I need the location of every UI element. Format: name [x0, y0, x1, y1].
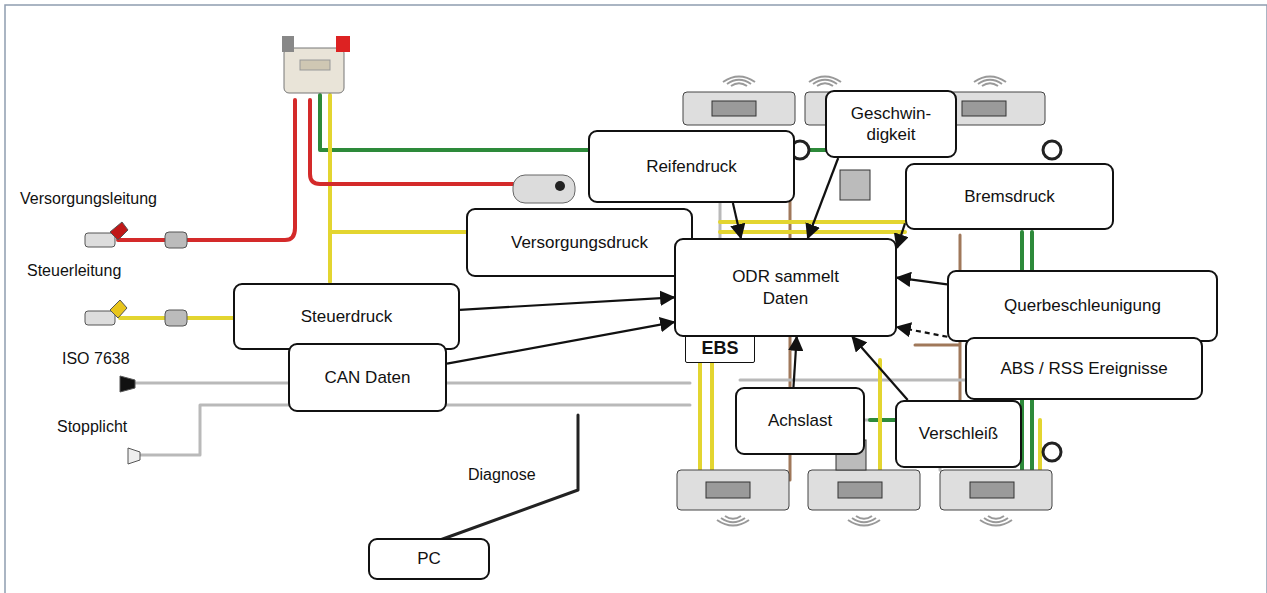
node-text: Bremsdruck [964, 186, 1055, 207]
brake-pressure-callout: Bremsdruck [905, 163, 1114, 230]
part-label: Versorgungsleitung [18, 190, 159, 208]
data-arrow [897, 278, 947, 285]
node-text: Steuerdruck [301, 306, 393, 327]
part-label: ISO 7638 [60, 350, 132, 368]
node-text: Geschwin- digkeit [841, 103, 941, 146]
odr-data-box: ODR sammelt Daten [674, 238, 897, 337]
pc-box: PC [368, 538, 490, 580]
node-text: Achslast [768, 410, 832, 431]
data-arrow [897, 223, 905, 248]
lateral-acceleration-callout: Querbeschleunigung [947, 270, 1218, 342]
data-arrow [447, 322, 674, 364]
ebs-module: EBS [685, 333, 755, 364]
data-arrow [808, 158, 838, 238]
node-text: Querbeschleunigung [1004, 295, 1161, 316]
abs-rss-callout: ABS / RSS Ereignisse [965, 337, 1203, 400]
control-pressure-callout: Steuerdruck [233, 283, 460, 350]
node-text: CAN Daten [325, 367, 411, 388]
data-arrow [794, 337, 797, 387]
node-text: Verschleiß [919, 423, 998, 444]
tyre-pressure-callout: Reifendruck [588, 130, 795, 203]
part-label: Steuerleitung [25, 262, 123, 280]
axle-load-callout: Achslast [735, 387, 865, 455]
can-data-callout: CAN Daten [288, 343, 447, 412]
part-label: Diagnose [466, 466, 538, 484]
data-arrow [460, 297, 674, 309]
speed-callout: Geschwin- digkeit [825, 90, 957, 158]
supply-pressure-callout: Versorgungsdruck [466, 208, 693, 277]
node-text: ABS / RSS Ereignisse [1000, 358, 1167, 379]
node-text: EBS [701, 337, 738, 360]
node-text: Reifendruck [646, 156, 737, 177]
node-text: ODR sammelt Daten [721, 266, 851, 309]
node-text: PC [417, 548, 441, 569]
data-arrow [733, 203, 741, 238]
part-label: Stopplicht [55, 418, 129, 436]
wear-callout: Verschleiß [895, 400, 1022, 468]
node-text: Versorgungsdruck [511, 232, 648, 253]
